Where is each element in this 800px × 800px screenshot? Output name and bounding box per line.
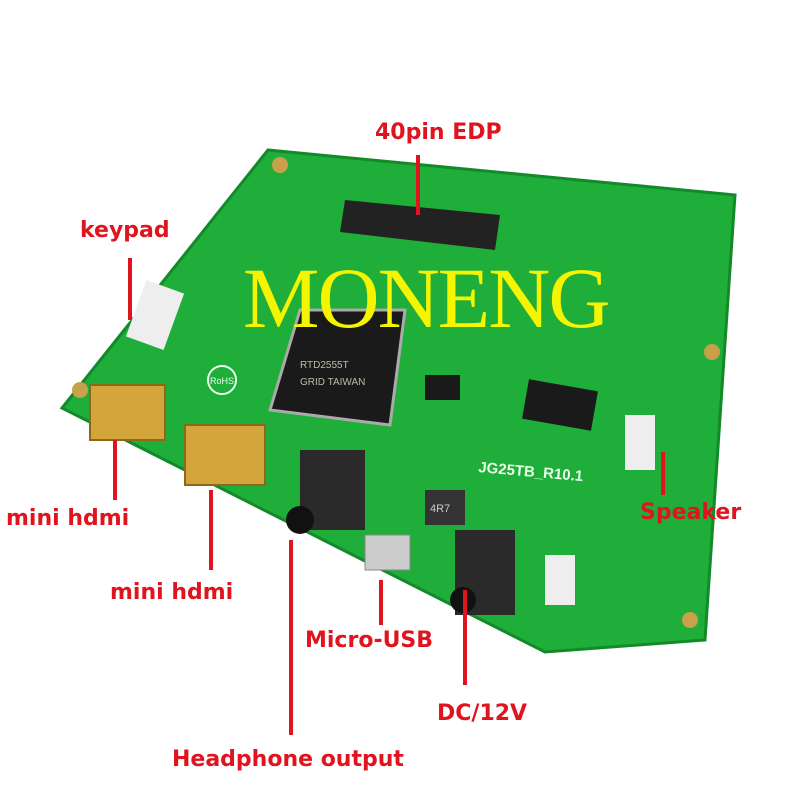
callout-lines xyxy=(113,155,665,735)
speaker-connector xyxy=(625,415,655,470)
pcb-board xyxy=(59,148,737,654)
mini-hdmi-port-1 xyxy=(89,384,166,441)
dc-jack-connector xyxy=(545,555,575,605)
mount-hole xyxy=(272,157,288,173)
ic xyxy=(522,379,598,431)
rohs-mark: RoHS xyxy=(210,376,234,386)
mount-hole xyxy=(704,344,720,360)
label-40pin-edp: 40pin EDP xyxy=(375,120,502,145)
main-chip xyxy=(268,308,407,427)
label-speaker: Speaker xyxy=(640,500,742,525)
ic-small xyxy=(425,375,460,400)
label-micro-usb: Micro-USB xyxy=(305,628,434,653)
watermark: MONENG xyxy=(243,250,610,346)
label-headphone-output: Headphone output xyxy=(172,747,404,772)
inductor xyxy=(425,490,465,525)
chip-text-origin: GRID TAIWAN xyxy=(300,377,365,388)
micro-usb-port xyxy=(364,534,411,571)
label-dc-12v: DC/12V xyxy=(437,701,528,726)
mini-hdmi-port-2 xyxy=(184,424,266,486)
keypad-connector xyxy=(125,279,185,351)
label-keypad: keypad xyxy=(80,218,170,243)
mount-hole xyxy=(682,612,698,628)
label-mini-hdmi-2: mini hdmi xyxy=(110,580,234,605)
mount-hole xyxy=(72,382,88,398)
edp-connector xyxy=(340,200,500,250)
label-mini-hdmi-1: mini hdmi xyxy=(6,506,130,531)
chip-text: RTD2555T xyxy=(300,360,349,371)
inductor-text: 4R7 xyxy=(430,503,450,515)
